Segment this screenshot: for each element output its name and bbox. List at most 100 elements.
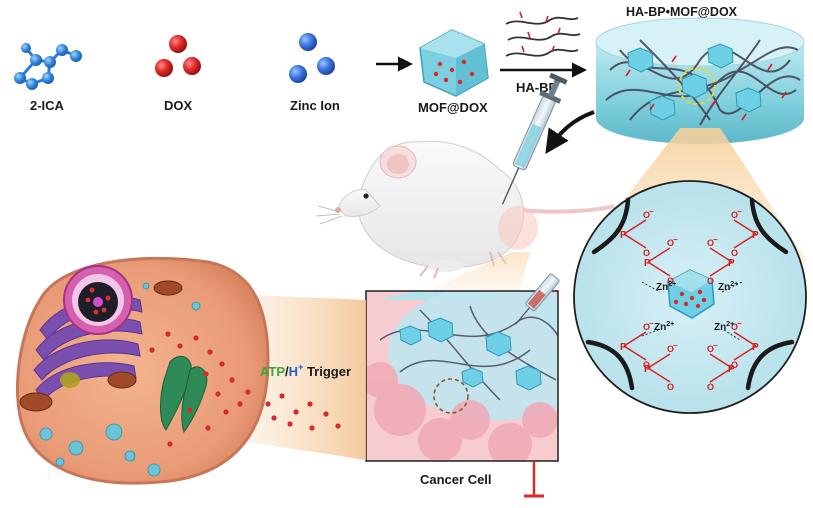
charge-label: − xyxy=(737,319,742,328)
oxygen-label: O xyxy=(731,360,738,370)
oxygen-label: O xyxy=(707,382,714,392)
coordination-zoom-circle: POO−POO−POO−POO−POO−POO−POO−POO−Zn2+Zn2+… xyxy=(573,180,807,414)
dox-dot xyxy=(279,393,285,399)
dox-molecule xyxy=(155,35,201,77)
ha-bp-label: HA-BP xyxy=(516,80,557,95)
oxygen-label: O xyxy=(667,276,674,286)
tumor-beam xyxy=(430,252,530,290)
dox-dot xyxy=(245,389,251,395)
oxygen-label: O xyxy=(731,248,738,258)
charge-label: − xyxy=(713,341,718,350)
phosphorus-label: P xyxy=(620,342,627,353)
zinc-label: Zinc Ion xyxy=(290,98,340,113)
atp-text: ATP xyxy=(260,364,285,379)
coordination-bond xyxy=(723,329,741,341)
phosphorus-label: P xyxy=(728,258,735,269)
dox-label: DOX xyxy=(164,98,193,113)
dox-dot xyxy=(265,401,271,407)
dox-dot xyxy=(437,61,443,67)
trigger-slash: / xyxy=(285,364,289,379)
oxygen-label: O xyxy=(643,248,650,258)
trigger-label: ATP/H+ Trigger xyxy=(260,362,351,379)
hydrogel-disc xyxy=(595,17,805,144)
charge-label: − xyxy=(673,341,678,350)
dox-dot xyxy=(443,77,449,83)
dox-dot xyxy=(449,67,455,73)
dox-dot xyxy=(309,425,315,431)
oxygen-label: O xyxy=(643,322,650,332)
mouse xyxy=(315,140,615,279)
dox-dot xyxy=(207,349,213,355)
dox-dot xyxy=(271,415,277,421)
released-dox xyxy=(149,331,341,447)
oxygen-label: O xyxy=(731,210,738,220)
ha-bp-polymer xyxy=(505,11,581,57)
phosphorus-label: P xyxy=(644,258,651,269)
dox-dot xyxy=(457,79,463,85)
endoplasmic-reticulum xyxy=(160,355,208,434)
oxygen-label: O xyxy=(667,238,674,248)
oxygen-label: O xyxy=(643,210,650,220)
charge-label: − xyxy=(673,235,678,244)
charge-label: − xyxy=(737,207,742,216)
dox-dot xyxy=(193,335,199,341)
dox-dot xyxy=(237,401,243,407)
injection-syringe xyxy=(501,72,568,205)
dox-dot xyxy=(293,409,299,415)
trigger-word: Trigger xyxy=(303,364,351,379)
hydrogel-title: HA-BP•MOF@DOX xyxy=(626,5,738,19)
dox-dot xyxy=(469,71,475,77)
dox-dot xyxy=(167,441,173,447)
dox-dot xyxy=(287,421,293,427)
cancer-cell-label: Cancer Cell xyxy=(420,472,492,487)
cancer-cell xyxy=(15,256,341,485)
dox-dot xyxy=(203,371,209,377)
nucleus xyxy=(63,265,133,335)
dox-dot xyxy=(187,407,193,413)
mof-center-crystal xyxy=(667,269,715,319)
dox-dot xyxy=(205,425,211,431)
coordination-bond xyxy=(641,281,661,293)
coordination-bond xyxy=(641,329,659,337)
vesicles xyxy=(39,282,201,477)
oxygen-label: O xyxy=(667,344,674,354)
oxygen-label: O xyxy=(643,360,650,370)
oxygen-label: O xyxy=(667,382,674,392)
dox-dot xyxy=(219,361,225,367)
dox-dot xyxy=(165,331,171,337)
ica-molecule xyxy=(14,43,82,90)
charge-label: − xyxy=(649,207,654,216)
oxygen-label: O xyxy=(707,344,714,354)
charge-label: − xyxy=(713,235,718,244)
phosphorus-label: P xyxy=(620,230,627,241)
tumor-detail-panel xyxy=(365,273,560,462)
phosphorus-label: P xyxy=(728,364,735,375)
oxygen-label: O xyxy=(707,276,714,286)
phosphorus-label: P xyxy=(752,230,759,241)
h-ion-text: H xyxy=(289,364,298,379)
dox-dot xyxy=(335,423,341,429)
mof-label: MOF@DOX xyxy=(418,100,488,115)
dox-dot xyxy=(149,347,155,353)
charge-label: − xyxy=(649,319,654,328)
oxygen-label: O xyxy=(731,322,738,332)
phosphorus-label: P xyxy=(644,364,651,375)
dox-dot xyxy=(177,343,183,349)
zinc-ion xyxy=(289,33,335,83)
dox-dot xyxy=(323,411,329,417)
dox-dot xyxy=(433,71,439,77)
dox-dot xyxy=(229,377,235,383)
dox-dot xyxy=(461,59,467,65)
h-ion-charge: + xyxy=(298,362,303,372)
dox-dot xyxy=(307,401,313,407)
mitochondria xyxy=(19,280,183,412)
arrow-to-syringe xyxy=(545,110,595,154)
phosphorus-label: P xyxy=(752,342,759,353)
dox-dot xyxy=(215,391,221,397)
bisphosphonate-groups: POO−POO−POO−POO−POO−POO−POO−POO−Zn2+Zn2+… xyxy=(620,207,759,392)
mof-dox-crystal xyxy=(419,29,489,97)
ica-label: 2-ICA xyxy=(30,98,65,113)
dox-dot xyxy=(223,409,229,415)
